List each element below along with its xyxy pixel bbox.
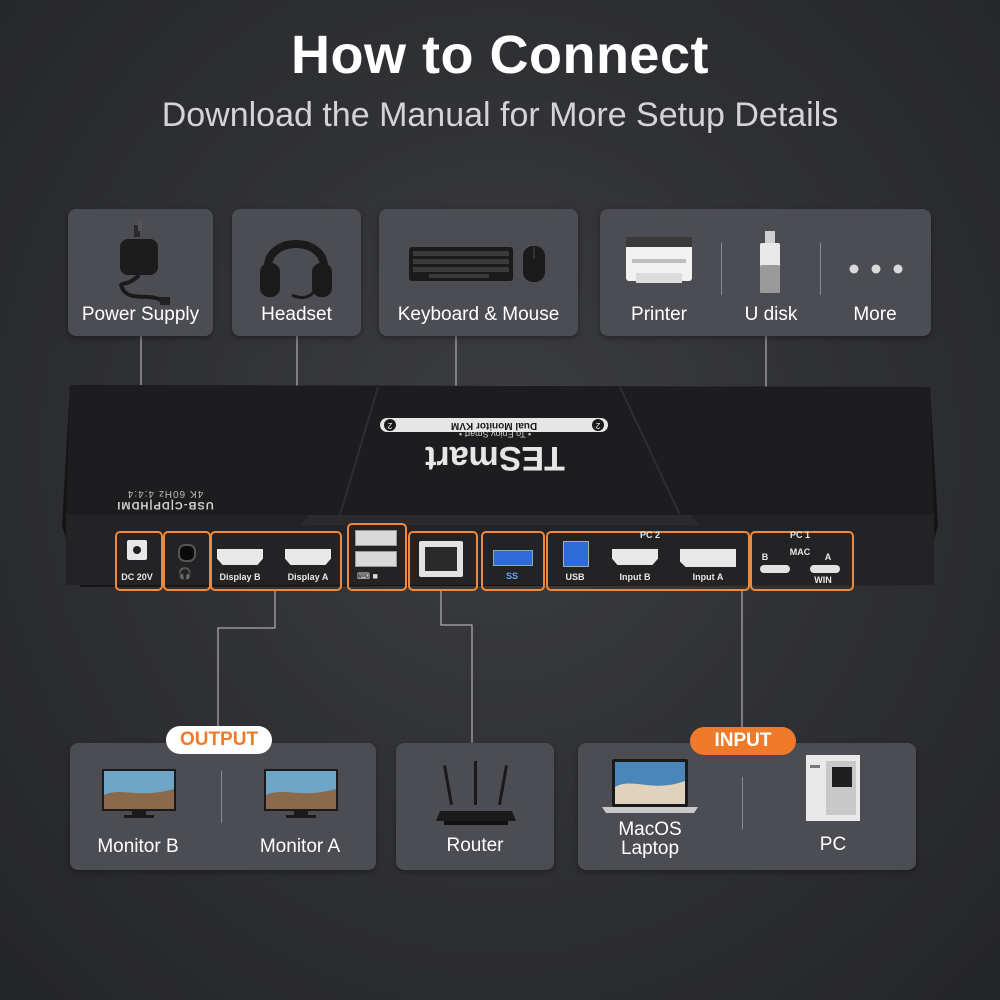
separator	[721, 243, 722, 295]
headset-icon	[260, 240, 332, 299]
display-a-label: Display A	[287, 572, 329, 582]
pc1-label: PC 1	[789, 530, 810, 540]
more-dots-icon	[849, 264, 903, 274]
brand-text: TESmart	[425, 439, 565, 477]
headset-card: Headset	[232, 209, 361, 336]
hdmi-input-b	[612, 549, 658, 565]
separator	[820, 243, 821, 295]
usb-a-port-top	[355, 530, 397, 546]
more-label: More	[853, 304, 897, 325]
input-tag: INPUT	[690, 727, 796, 755]
router-icon	[436, 761, 516, 825]
mac-label: MAC	[789, 547, 811, 557]
input-a-label: Input A	[692, 572, 724, 582]
keyboard-mouse-port-icon: ⌨ ■	[357, 571, 378, 581]
pc-tower-icon	[806, 755, 860, 821]
monitor-b-label: Monitor B	[97, 836, 179, 857]
power-adapter-icon	[119, 221, 170, 305]
usb3-port-box	[481, 531, 545, 591]
audio-jack	[178, 544, 196, 562]
ethernet-port-box	[408, 531, 478, 591]
model-badge: Dual Monitor KVM 2 2	[380, 418, 608, 432]
dc-label: DC 20V	[121, 572, 153, 582]
mac-b-label: B	[761, 552, 769, 562]
keyboard-mouse-label: Keyboard & Mouse	[397, 304, 560, 325]
separator	[742, 777, 743, 829]
dc-port-box	[115, 531, 163, 591]
dp-input-a	[680, 549, 736, 567]
power-supply-label: Power Supply	[81, 304, 200, 325]
router-card: Router	[396, 743, 554, 870]
usb3-port	[493, 550, 533, 566]
spec-line-2: USB-C|DP|HDMI	[116, 499, 214, 511]
display-b-label: Display B	[219, 572, 261, 582]
usb-ss-label: SS	[505, 571, 518, 581]
model-text: Dual Monitor KVM	[450, 420, 538, 431]
power-supply-card: Power Supply	[68, 209, 213, 336]
u-disk-icon	[760, 231, 780, 293]
spec-line-1: 4K 60Hz 4:4:4	[126, 488, 204, 499]
headphone-icon: 🎧	[178, 568, 192, 580]
printer-icon	[626, 237, 692, 283]
usb-c-port-b	[760, 565, 790, 573]
hdmi-display-b	[217, 549, 263, 565]
output-tag: OUTPUT	[166, 726, 272, 754]
pc2-label: PC 2	[639, 530, 660, 540]
peripherals-card: Printer U disk More	[600, 209, 931, 336]
display-ports-box	[210, 531, 342, 591]
monitors-card: Monitor B Monitor A	[70, 743, 376, 870]
hdmi-display-a	[285, 549, 331, 565]
router-label: Router	[446, 835, 504, 856]
usb-hid-ports-box	[347, 523, 407, 591]
computers-card: MacOS Laptop PC	[578, 743, 916, 870]
separator	[221, 771, 222, 823]
printer-label: Printer	[631, 304, 687, 325]
monitor-a-label: Monitor A	[259, 836, 341, 857]
headset-label: Headset	[261, 304, 332, 325]
usb-c-port-a	[810, 565, 840, 573]
keyboard-icon	[409, 247, 513, 281]
win-label: WIN	[814, 575, 832, 585]
input-b-label: Input B	[619, 572, 651, 582]
mouse-icon	[523, 246, 545, 282]
pc-label: PC	[819, 834, 847, 855]
page-title: How to Connect	[291, 25, 709, 85]
usb-b-port	[563, 541, 589, 567]
mac-a-label: A	[824, 552, 832, 562]
pc2-ports-box	[546, 531, 750, 591]
pc1-ports-box	[750, 531, 854, 591]
usb-a-port-bottom	[355, 551, 397, 567]
model-number-right: 2	[384, 419, 396, 431]
keyboard-mouse-card: Keyboard & Mouse	[379, 209, 578, 336]
model-number-left: 2	[592, 419, 604, 431]
ethernet-port	[419, 541, 463, 577]
macos-label-line1: MacOS	[618, 819, 682, 840]
dc-port	[127, 540, 147, 560]
laptop-icon	[602, 759, 698, 813]
macos-label-line2: Laptop	[620, 838, 680, 859]
page-subtitle: Download the Manual for More Setup Detai…	[161, 96, 839, 134]
u-disk-label: U disk	[744, 304, 798, 325]
usb-label: USB	[565, 572, 585, 582]
monitor-a-icon	[264, 769, 338, 818]
monitor-b-icon	[102, 769, 176, 818]
